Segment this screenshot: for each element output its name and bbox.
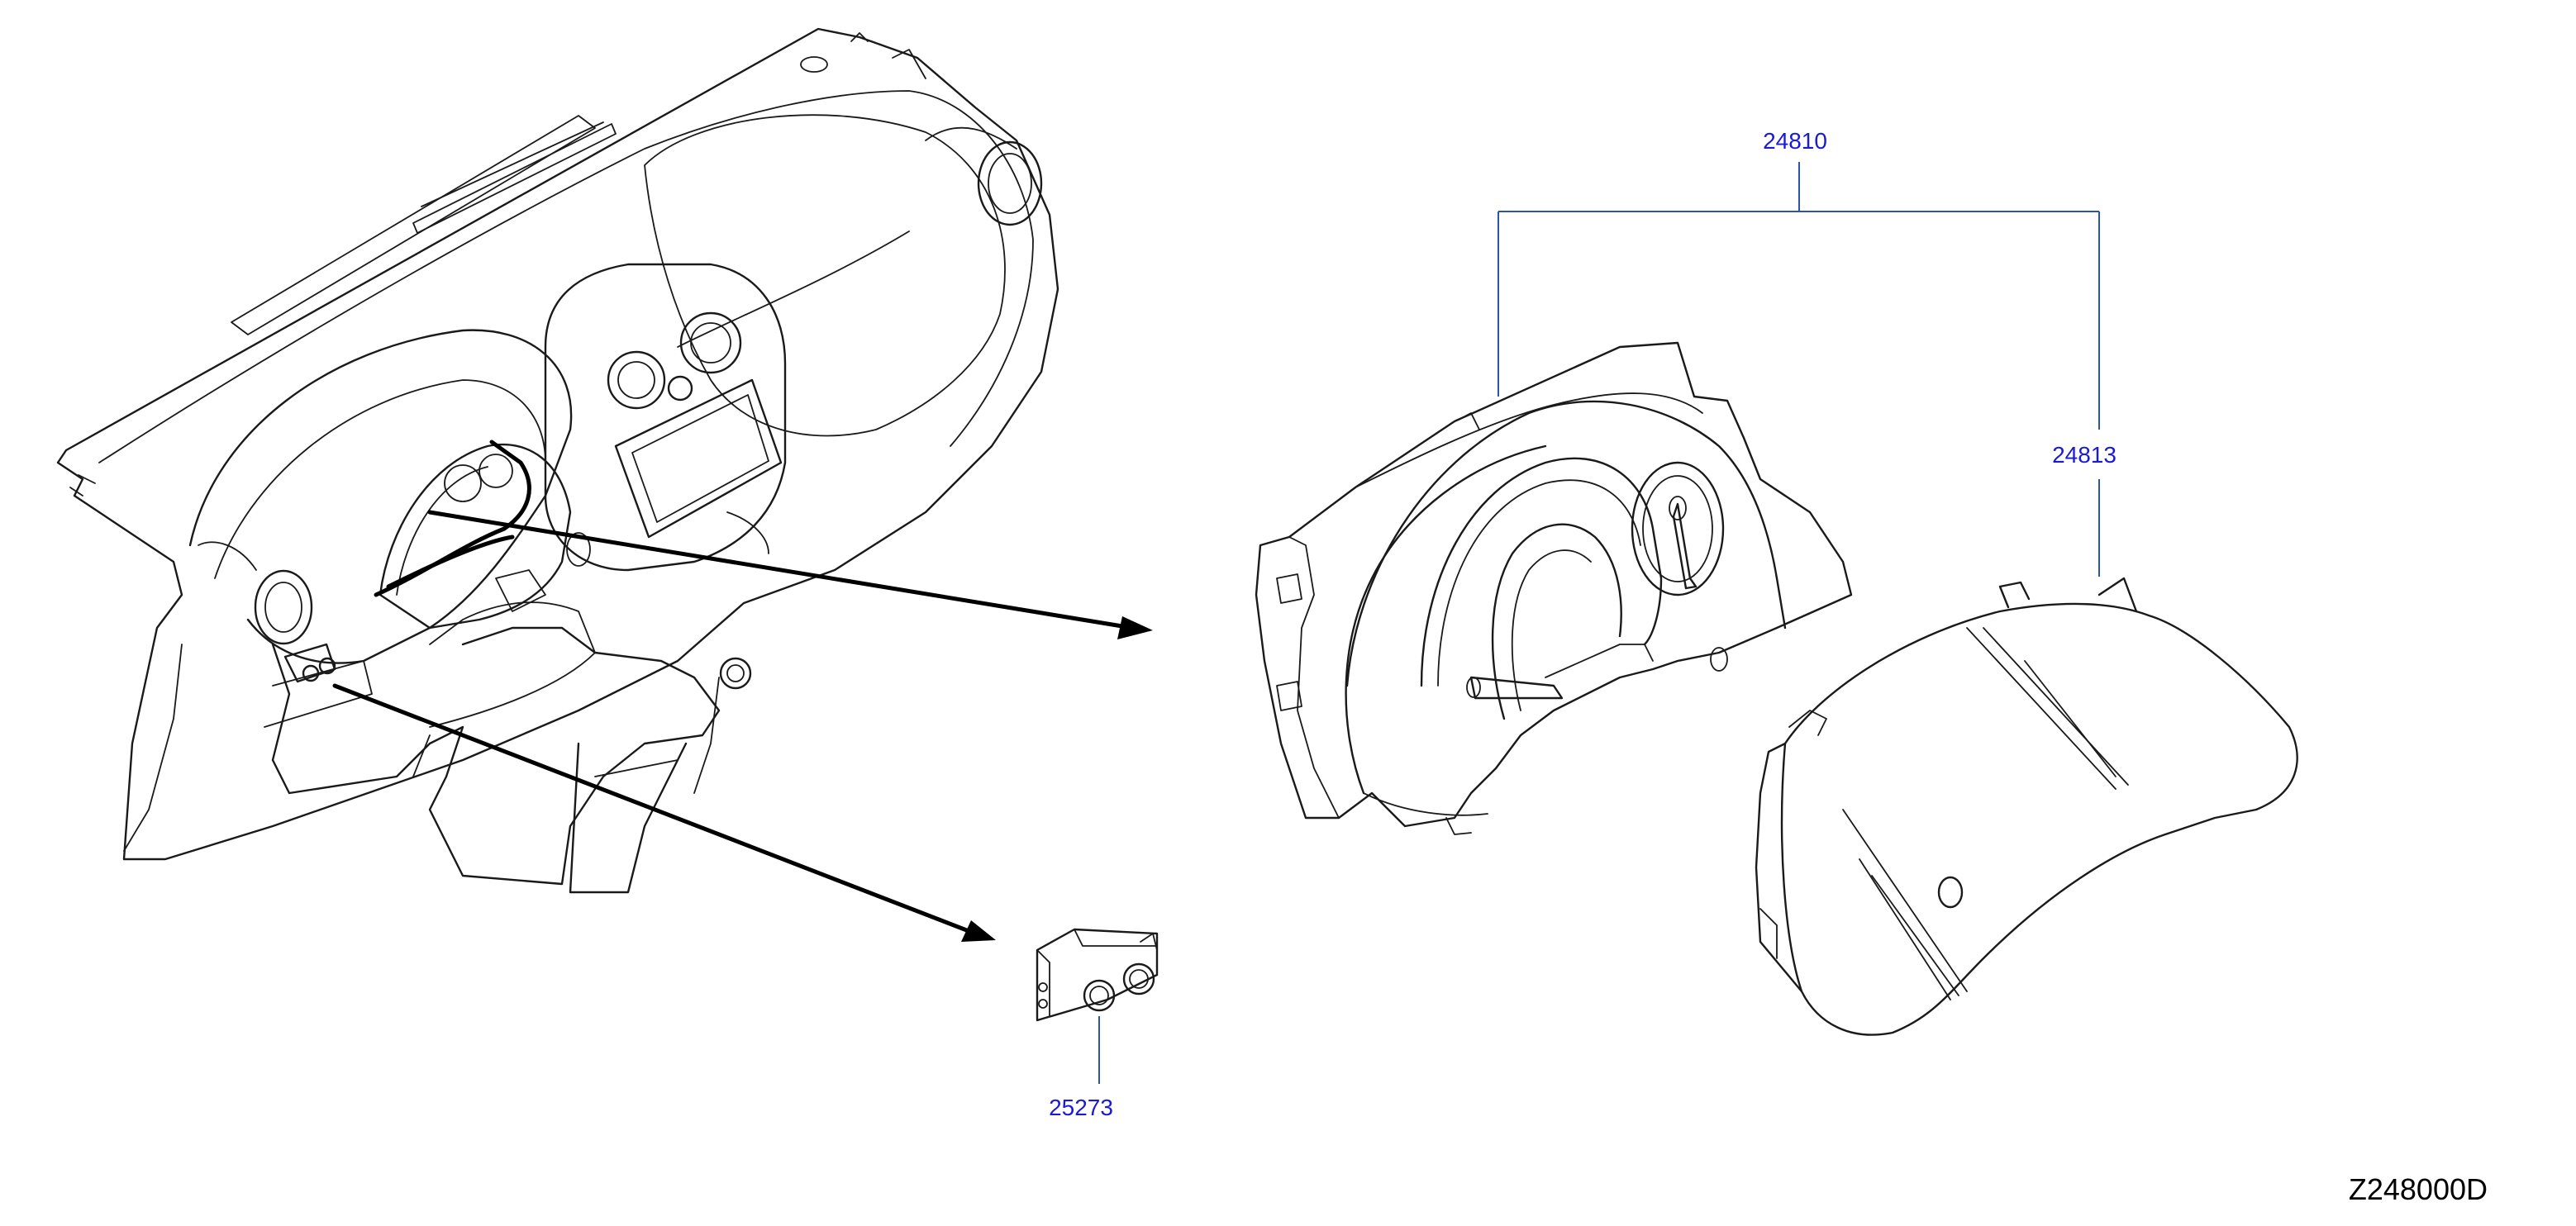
figure-code: Z248000D: [2349, 1172, 2488, 1206]
arrow-head-icon: [1117, 616, 1153, 639]
callout-arrows: [332, 510, 1153, 942]
switch-assembly-drawing: [1036, 928, 1159, 1022]
arrow-head-icon: [961, 920, 996, 942]
part-label-24810[interactable]: 24810: [1763, 128, 1827, 154]
combination-meter-drawing: [1255, 341, 1853, 835]
meter-glass-drawing: [1755, 577, 2298, 1036]
part-label-24813[interactable]: 24813: [2052, 442, 2117, 468]
dashboard-assembly-drawing: [56, 27, 1059, 894]
part-label-25273[interactable]: 25273: [1049, 1095, 1113, 1120]
leader-lines: [1098, 162, 2100, 1084]
